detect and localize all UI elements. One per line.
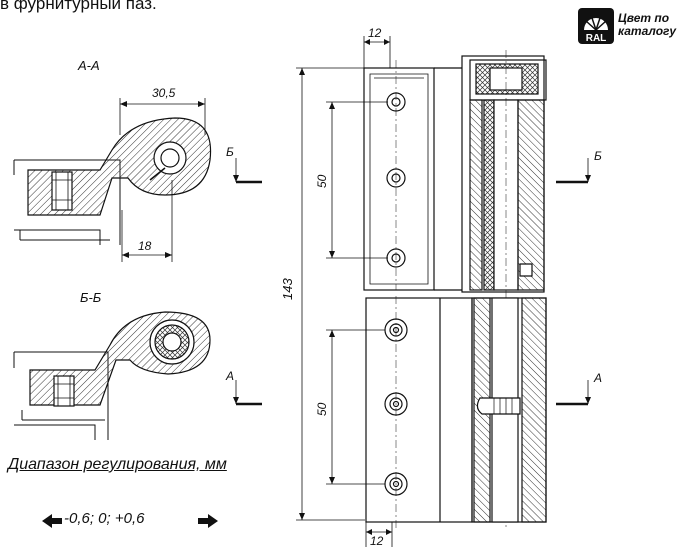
arrow-right-icon	[198, 514, 218, 528]
adjustment-arrows	[42, 514, 218, 528]
dim-18: 18	[138, 239, 152, 253]
ral-label: RAL	[586, 33, 607, 44]
marker-a-right: А	[593, 371, 602, 385]
dim-bottom-12: 12	[370, 534, 384, 547]
marker-b-right: Б	[594, 149, 602, 163]
header-text: в фурнитурный паз.	[0, 0, 157, 13]
ral-caption: Цвет по каталогу	[618, 12, 676, 38]
marker-b-left: Б	[226, 145, 234, 159]
section-bb: Б-Б А	[13, 290, 262, 440]
ral-caption-line2: каталогу	[618, 24, 677, 38]
dim-upper-50: 50	[315, 174, 329, 188]
dim-30-5: 30,5	[152, 86, 176, 100]
adjustment-caption: Диапазон регулирования, мм	[8, 456, 227, 473]
dim-lower-50: 50	[315, 402, 329, 416]
section-bb-title: Б-Б	[80, 290, 102, 305]
marker-a-left: А	[225, 369, 234, 383]
ral-badge: RAL	[578, 8, 614, 44]
dim-top-12: 12	[368, 26, 382, 40]
dim-height-143: 143	[280, 278, 295, 300]
section-aa-title: А-А	[77, 58, 100, 73]
section-aa: А-А 30,5 18	[13, 58, 262, 262]
adjustment-values: -0,6; 0; +0,6	[64, 510, 145, 527]
arrow-left-icon	[42, 514, 62, 528]
ral-caption-line1: Цвет по	[618, 11, 670, 25]
front-view: 12 143 50	[280, 26, 602, 547]
ral-logo-icon: RAL	[584, 17, 608, 44]
